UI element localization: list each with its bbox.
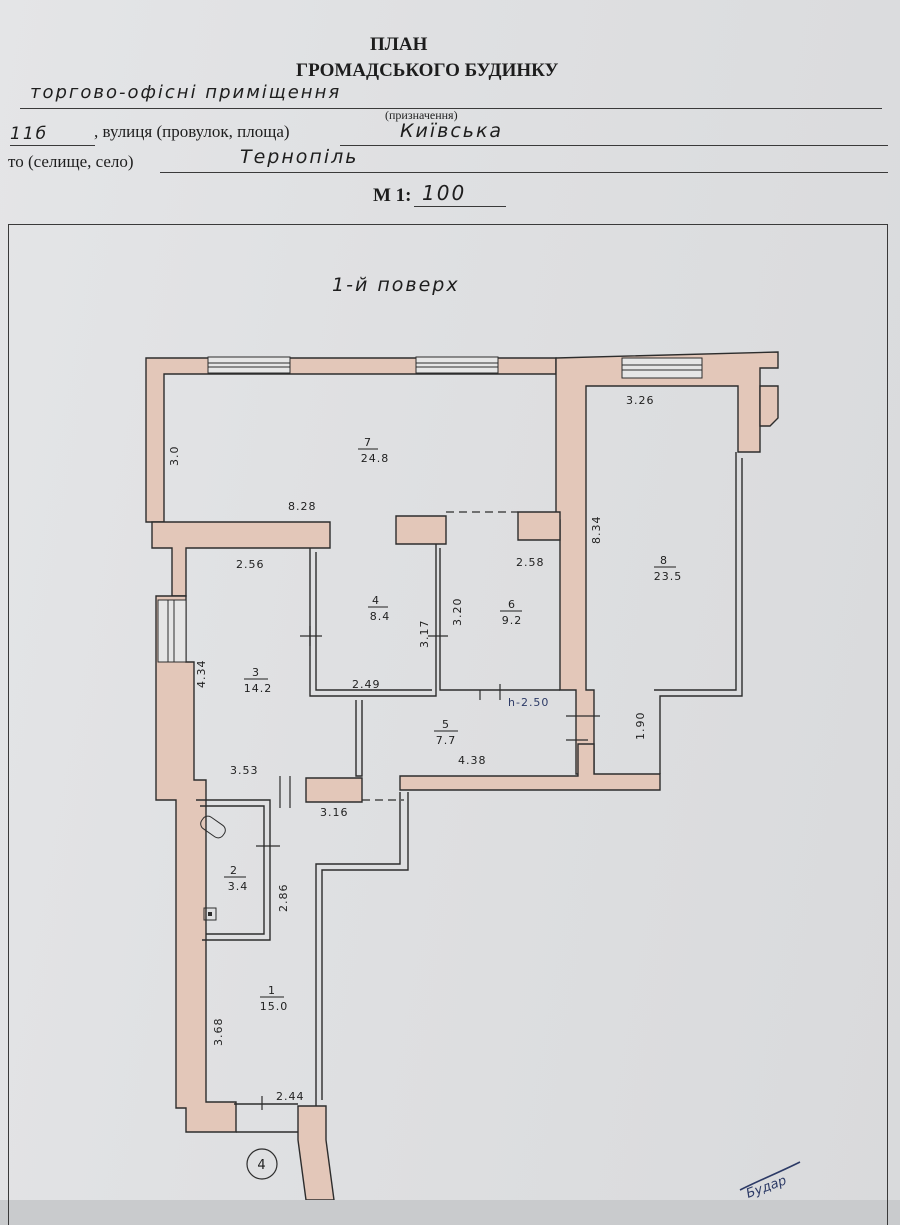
scale-label: М 1: bbox=[373, 185, 412, 206]
room-8-number: 8 bbox=[660, 554, 668, 567]
room-5-number: 5 bbox=[442, 718, 450, 731]
dim-r8-height: 8.34 bbox=[590, 516, 603, 545]
dim-corridor-width: 3.16 bbox=[320, 806, 349, 819]
dim-r7-height: 3.0 bbox=[168, 446, 181, 467]
dimension-labels: 3.0 8.28 2.56 4.34 3.53 3.17 2.49 3.20 2… bbox=[168, 394, 655, 1103]
dim-r4-width: 2.49 bbox=[352, 678, 381, 691]
walls bbox=[145, 351, 779, 1200]
room-6-area: 9.2 bbox=[502, 614, 523, 627]
room-2-number: 2 bbox=[230, 864, 238, 877]
room-6-number: 6 bbox=[508, 598, 516, 611]
city-caption: то (селище, село) bbox=[8, 152, 134, 171]
room-4-area: 8.4 bbox=[370, 610, 391, 623]
purpose-value: торгово-офісні приміщення bbox=[30, 82, 342, 103]
street-caption: , вулиця (провулок, площа) bbox=[94, 122, 290, 141]
document-title: ПЛАН bbox=[370, 34, 428, 55]
city-value: Тернопіль bbox=[240, 146, 359, 168]
dim-r7-width: 8.28 bbox=[288, 500, 317, 513]
dim-r5-width: 4.38 bbox=[458, 754, 487, 767]
street-value: Київська bbox=[400, 120, 504, 142]
scale-line bbox=[414, 206, 506, 207]
house-number-line bbox=[10, 145, 95, 146]
purpose-caption: (призначення) bbox=[385, 108, 458, 122]
dim-r8-lower: 1.90 bbox=[634, 712, 647, 741]
room-3-number: 3 bbox=[252, 666, 260, 679]
dim-r5-height: h-2.50 bbox=[508, 696, 549, 709]
dim-r6-width: 2.58 bbox=[516, 556, 545, 569]
drawing-frame bbox=[8, 224, 888, 1225]
dim-r3-bottom: 3.53 bbox=[230, 764, 259, 777]
room-1-area: 15.0 bbox=[260, 1000, 289, 1013]
street-line bbox=[340, 145, 888, 146]
document-subtitle: ГРОМАДСЬКОГО БУДИНКУ bbox=[296, 60, 559, 81]
dim-r1-height: 3.68 bbox=[212, 1018, 225, 1047]
dim-r4-height: 3.17 bbox=[418, 620, 431, 649]
scale-value: 100 bbox=[422, 181, 467, 205]
dim-r8-width: 3.26 bbox=[626, 394, 655, 407]
city-line bbox=[160, 172, 888, 173]
dim-r3-height: 4.34 bbox=[195, 660, 208, 689]
room-4-number: 4 bbox=[372, 594, 380, 607]
room-7-number: 7 bbox=[364, 436, 372, 449]
section-marker-number: 4 bbox=[257, 1158, 266, 1173]
partitions bbox=[196, 452, 743, 1133]
sanitary-fixtures bbox=[200, 815, 226, 921]
purpose-line bbox=[20, 108, 882, 109]
room-3-area: 14.2 bbox=[244, 682, 273, 695]
room-7-area: 24.8 bbox=[361, 452, 390, 465]
room-1-number: 1 bbox=[268, 984, 276, 997]
floor-label: 1-й поверх bbox=[332, 274, 460, 296]
floor-plan: 7 24.8 8 23.5 4 8.4 6 9.2 3 14.2 5 7.7 2… bbox=[145, 351, 801, 1200]
dim-r1-width: 2.44 bbox=[276, 1090, 305, 1103]
dim-r3-width: 2.56 bbox=[236, 558, 265, 571]
room-8-area: 23.5 bbox=[654, 570, 683, 583]
signature: Будар bbox=[739, 1161, 801, 1200]
door-marks bbox=[256, 626, 600, 1110]
section-marker: 4 bbox=[246, 1148, 278, 1180]
room-labels: 7 24.8 8 23.5 4 8.4 6 9.2 3 14.2 5 7.7 2… bbox=[224, 436, 683, 1013]
dim-r2-height: 2.86 bbox=[277, 884, 290, 913]
room-2-area: 3.4 bbox=[228, 880, 249, 893]
house-number: 11б bbox=[10, 124, 49, 144]
windows bbox=[157, 356, 703, 663]
room-5-area: 7.7 bbox=[436, 734, 457, 747]
dim-r6-height: 3.20 bbox=[451, 598, 464, 627]
